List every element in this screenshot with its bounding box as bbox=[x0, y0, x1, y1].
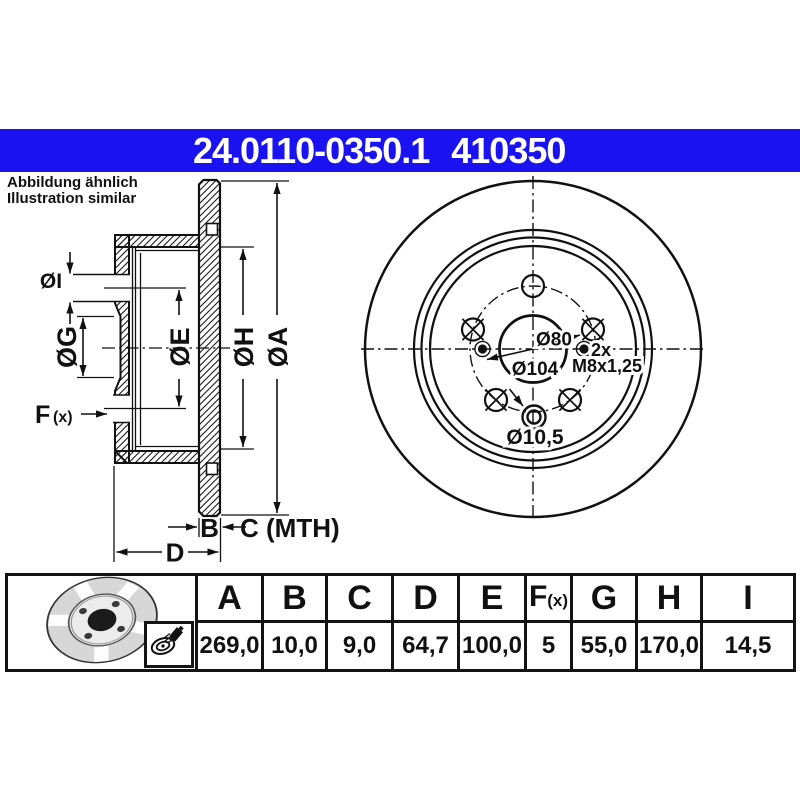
value-f: 5 bbox=[524, 620, 573, 672]
label-thread-count: 2x bbox=[591, 340, 611, 360]
brake-disc-illustration bbox=[45, 576, 158, 664]
extension-lines bbox=[77, 180, 289, 562]
col-header-f: F(x) bbox=[524, 572, 573, 624]
bolt-hole-detail bbox=[521, 404, 547, 430]
relief-groove-bottom bbox=[205, 462, 219, 476]
table-value-row: 269,0 10,0 9,0 64,7 100,0 5 55,0 170,0 1… bbox=[7, 620, 796, 672]
front-view-leaders bbox=[486, 334, 581, 407]
label-c-mth: C (MTH) bbox=[240, 513, 340, 543]
label-dia-e: ØE bbox=[165, 327, 195, 366]
label-f-sub: (x) bbox=[53, 409, 73, 426]
value-b: 10,0 bbox=[261, 620, 328, 672]
col-header-b: B bbox=[261, 572, 328, 624]
note-line-en: Illustration similar bbox=[7, 190, 137, 207]
label-bolt-hole-dia: Ø10,5 bbox=[506, 426, 564, 449]
label-thread-spec: M8x1,25 bbox=[572, 356, 642, 376]
illustration-note: Abbildung ähnlich Illustration similar bbox=[7, 175, 138, 207]
rotor-section bbox=[197, 178, 222, 518]
label-dia-g: ØG bbox=[52, 326, 82, 368]
col-header-c: C bbox=[325, 572, 394, 624]
wheel-bolt-holes bbox=[460, 273, 606, 413]
label-f: F bbox=[35, 401, 50, 429]
label-dia-h: ØH bbox=[229, 327, 259, 368]
front-view: Ø80 Ø104 2x M8x1,25 Ø10,5 bbox=[361, 176, 705, 522]
value-d: 64,7 bbox=[391, 620, 460, 672]
value-g: 55,0 bbox=[570, 620, 638, 672]
label-center-bore: Ø80 bbox=[536, 330, 572, 351]
table-header-row: A B C D E F(x) G H I bbox=[5, 572, 796, 672]
value-a: 269,0 bbox=[195, 620, 264, 672]
col-header-d: D bbox=[391, 572, 460, 624]
col-header-i: I bbox=[700, 572, 796, 624]
value-i: 14,5 bbox=[700, 620, 796, 672]
label-d: D bbox=[166, 538, 185, 568]
catalog-number: 410350 bbox=[451, 130, 566, 171]
dimension-lines bbox=[66, 183, 281, 556]
hat-bottom-plate bbox=[114, 450, 200, 464]
hat-mounting-face bbox=[114, 234, 130, 464]
value-e: 100,0 bbox=[457, 620, 527, 672]
label-pitch-circle: Ø104 bbox=[512, 359, 559, 380]
label-dia-a: ØA bbox=[263, 327, 293, 368]
value-h: 170,0 bbox=[635, 620, 703, 672]
col-header-h: H bbox=[635, 572, 703, 624]
part-number-bar: 24.0110-0350.1 410350 bbox=[0, 129, 800, 172]
col-header-e: E bbox=[457, 572, 527, 624]
dimensions-table: A B C D E F(x) G H I 269,0 10,0 9,0 64,7… bbox=[5, 572, 796, 672]
label-b: B bbox=[200, 513, 219, 543]
m8-service-holes bbox=[474, 340, 593, 358]
col-header-g: G bbox=[570, 572, 638, 624]
note-line-de: Abbildung ähnlich bbox=[7, 174, 138, 191]
section-view: ØI ØG ØE ØH ØA F (x) B C (MTH) D bbox=[35, 178, 340, 568]
label-dia-i: ØI bbox=[40, 270, 62, 293]
part-number: 24.0110-0350.1 bbox=[193, 130, 430, 171]
product-image-cell bbox=[5, 573, 198, 672]
relief-groove-top bbox=[205, 222, 219, 236]
col-header-a: A bbox=[195, 572, 264, 624]
value-c: 9,0 bbox=[325, 620, 394, 672]
coating-spray-icon bbox=[144, 621, 194, 668]
